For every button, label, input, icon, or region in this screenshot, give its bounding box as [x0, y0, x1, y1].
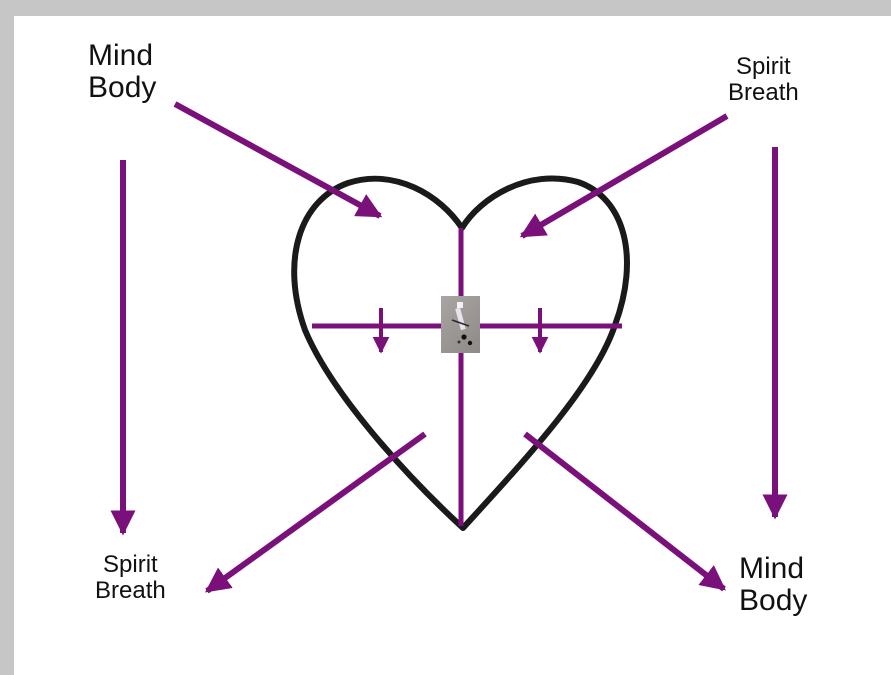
center-figure-icon	[441, 296, 480, 353]
arrow-mind-body-to-heart	[175, 104, 380, 216]
center-photo	[441, 296, 480, 353]
label-top-left-line2: Body	[88, 72, 156, 104]
label-top-left-line1: Mind	[88, 40, 156, 72]
arrow-heart-to-spirit-breath	[207, 434, 425, 591]
label-bottom-left-line1: Spirit	[95, 552, 166, 578]
label-bottom-right: Mind Body	[739, 553, 807, 618]
label-top-right-line2: Breath	[728, 80, 799, 106]
label-bottom-right-line1: Mind	[739, 553, 807, 585]
label-top-right-line1: Spirit	[728, 54, 799, 80]
arrow-heart-to-mind-body	[525, 434, 724, 589]
label-top-left: Mind Body	[88, 40, 156, 105]
label-top-right: Spirit Breath	[728, 54, 799, 106]
label-bottom-left-line2: Breath	[95, 578, 166, 604]
label-bottom-left: Spirit Breath	[95, 552, 166, 604]
label-bottom-right-line2: Body	[739, 585, 807, 617]
